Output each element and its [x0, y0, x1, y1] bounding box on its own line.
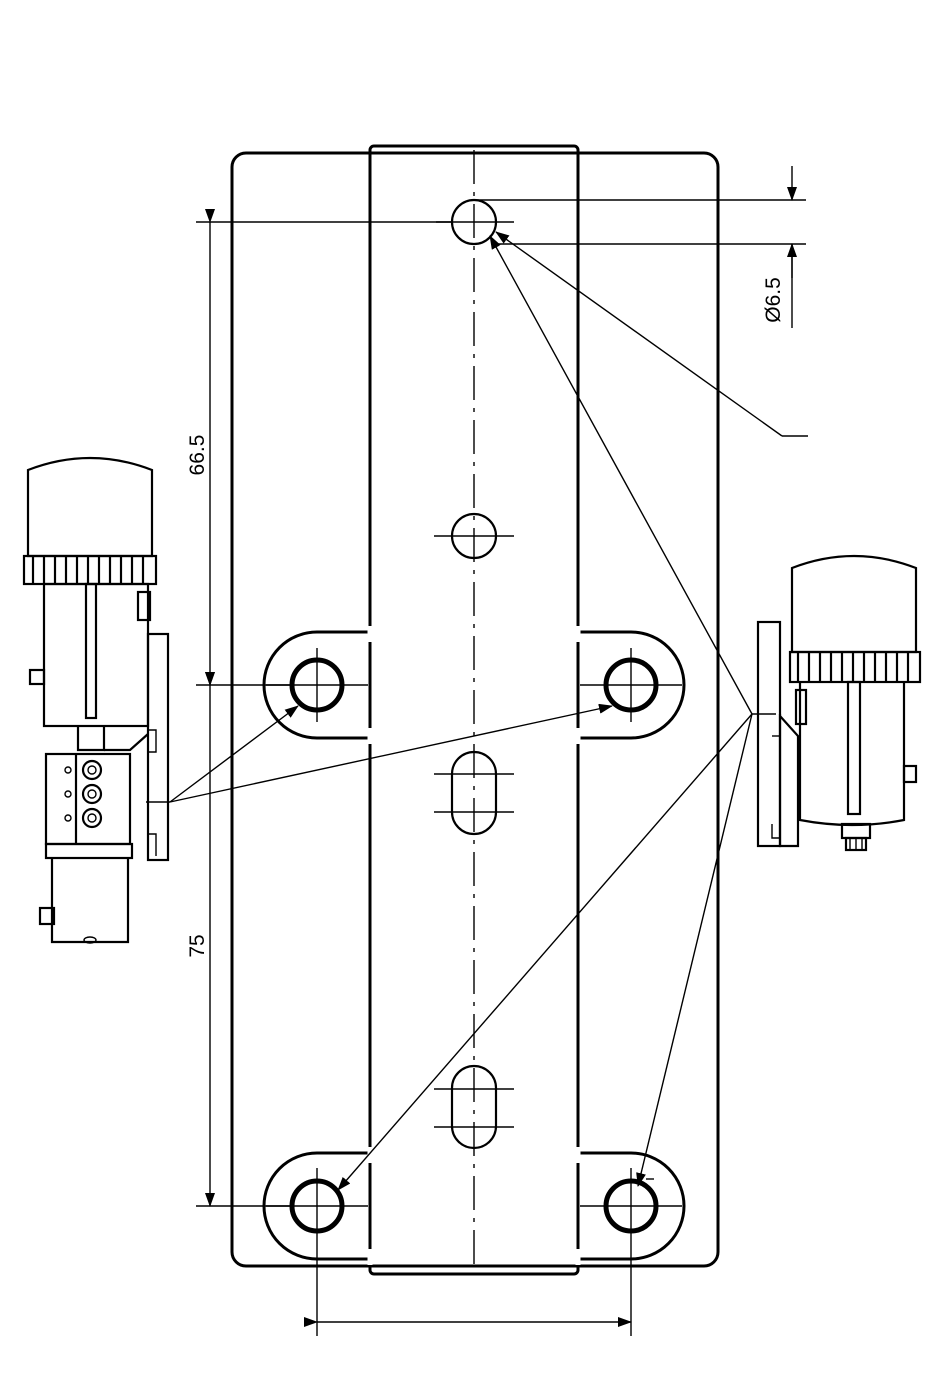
- leaders-left-device: [146, 706, 612, 802]
- right-device: [758, 556, 920, 850]
- leader-top-hole: [496, 232, 808, 436]
- diameter-label: Ø6.5: [762, 277, 785, 323]
- ear-hole-lower-right: [580, 1168, 682, 1336]
- dimension-label-75: 75: [186, 934, 209, 957]
- dimension-label-66-5: 66.5: [186, 435, 209, 476]
- diameter-dimension: [474, 166, 806, 328]
- leaders-right-device: [338, 236, 776, 1190]
- ear-hole-upper-right: [580, 648, 682, 722]
- left-device: [24, 458, 168, 943]
- vertical-dimension: [196, 222, 452, 1206]
- ear-hole-lower-left: [266, 1168, 368, 1336]
